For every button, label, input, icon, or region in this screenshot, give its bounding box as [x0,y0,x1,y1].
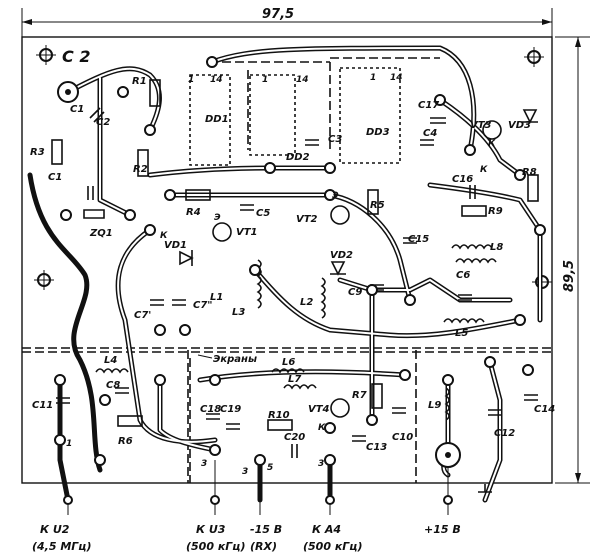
traces-inner [67,47,541,501]
label-c19: C19 [220,404,241,415]
label-l2: L2 [300,297,313,308]
label-l4: L4 [104,355,117,366]
label-r6: R6 [118,436,133,447]
label-l9: L9 [428,400,441,411]
height-dimension: 89,5 [555,36,590,484]
label-dd1: DD1 [205,114,229,125]
resistors [51,79,539,431]
label-dd3: DD3 [366,127,390,138]
pin-14-dd2: 14 [296,75,309,85]
connector-u2-label: К U2 [40,523,70,536]
label-r2: R2 [133,164,148,175]
pin-1-dd2: 1 [262,75,268,85]
component-labels: R1 R2 R3 R4 R5 R6 R7 R8 R9 R10 C1 C1 C2 … [30,76,555,453]
label-zq1: ZQ1 [89,228,113,239]
label-r8: R8 [522,167,537,178]
label-c3: C3 [328,134,342,145]
board-name: С 2 [62,47,90,66]
connector-u2-sub: (4,5 МГц) [32,540,91,553]
board-outline [21,36,553,484]
label-c16: C16 [452,174,473,185]
pin-num-1: 1 [66,439,72,449]
label-c15: C15 [408,234,429,245]
label-vd1: VD1 [164,240,187,251]
connector-u3-label: К U3 [196,523,226,536]
label-c12: C12 [494,428,515,439]
pin-num-3: 3 [201,459,207,469]
label-c5: C5 [256,208,270,219]
label-l7: L7 [288,374,301,385]
label-c10: C10 [392,432,413,443]
label-c2: C2 [96,117,110,128]
label-c6: C6 [456,270,470,281]
pin-1-dd1: 1 [188,75,194,85]
pin-num-5: 5 [267,463,273,473]
label-vt4: VT4 [308,404,330,415]
coils [95,244,497,421]
connector-arrows [63,460,492,515]
label-c14: C14 [534,404,555,415]
pin-k-vt4: К [318,423,326,433]
label-c8: C8 [106,380,120,391]
pin-num-3b: 3 [318,459,324,469]
connector-pos15-label: +15 В [424,523,461,536]
connector-labels: К U2 (4,5 МГц) К U3 (500 кГц) -15 В (RX)… [32,523,461,553]
pin-14-dd1: 14 [210,75,223,85]
label-c7a: C7' [134,310,151,321]
width-label: 97,5 [262,7,294,22]
pin-14-dd3: 14 [390,73,403,83]
label-c17: C17 [418,100,439,111]
label-r4: R4 [186,207,201,218]
pin-k-vt1: К [160,231,168,241]
capacitors [56,107,538,458]
label-c11: C11 [32,400,53,411]
pin-1-dd3: 1 [370,73,376,83]
label-r10: R10 [268,410,290,421]
pin-labels: 1 14 1 14 1 14 Э К К Э К К 1 3 5 3 3 [66,73,496,477]
label-l8: L8 [490,242,503,253]
ic-chips [189,67,401,166]
label-vd3: VD3 [508,120,531,131]
label-r7: R7 [352,390,367,401]
connector-a4-sub: (500 кГц) [303,540,362,553]
label-c1: C1 [70,104,84,115]
height-label: 89,5 [562,260,577,292]
label-r3: R3 [30,147,45,158]
label-c2-alt: C1 [48,172,62,183]
label-l6: L6 [282,357,295,368]
connector-neg15-sub: (RX) [250,540,277,553]
label-c7b: C7" [193,300,213,311]
pin-k-vt3b: К [488,139,496,149]
label-c9: C9 [348,287,362,298]
label-r9: R9 [488,206,503,217]
label-r1: R1 [132,76,147,87]
label-l5: L5 [455,328,468,339]
label-dd2: DD2 [286,152,310,163]
diodes [179,109,538,276]
transistors [212,120,502,418]
label-r5: R5 [370,200,385,211]
pin-e-vt2: Э [332,191,339,201]
label-vt2: VT2 [296,214,318,225]
label-c18: C18 [200,404,221,415]
connector-a4-label: К А4 [312,523,341,536]
pin-e-vt1: Э [214,213,221,223]
label-vd2: VD2 [330,250,353,261]
label-vt1: VT1 [236,227,258,238]
label-vt3: VT3 [470,120,492,131]
connector-neg15-label: -15 В [250,523,282,536]
label-c4: C4 [423,128,437,139]
shield-lines [22,57,552,483]
pin-k-vt3: К [480,165,488,175]
label-l1: L1 [210,292,223,303]
connector-u3-sub: (500 кГц) [186,540,245,553]
screen-label: Экраны [213,354,257,365]
width-dimension: 97,5 [21,7,553,40]
pin-num-3c: 3 [242,467,248,477]
label-c13: C13 [366,442,387,453]
label-c20: C20 [284,432,305,443]
label-l3: L3 [232,307,245,318]
